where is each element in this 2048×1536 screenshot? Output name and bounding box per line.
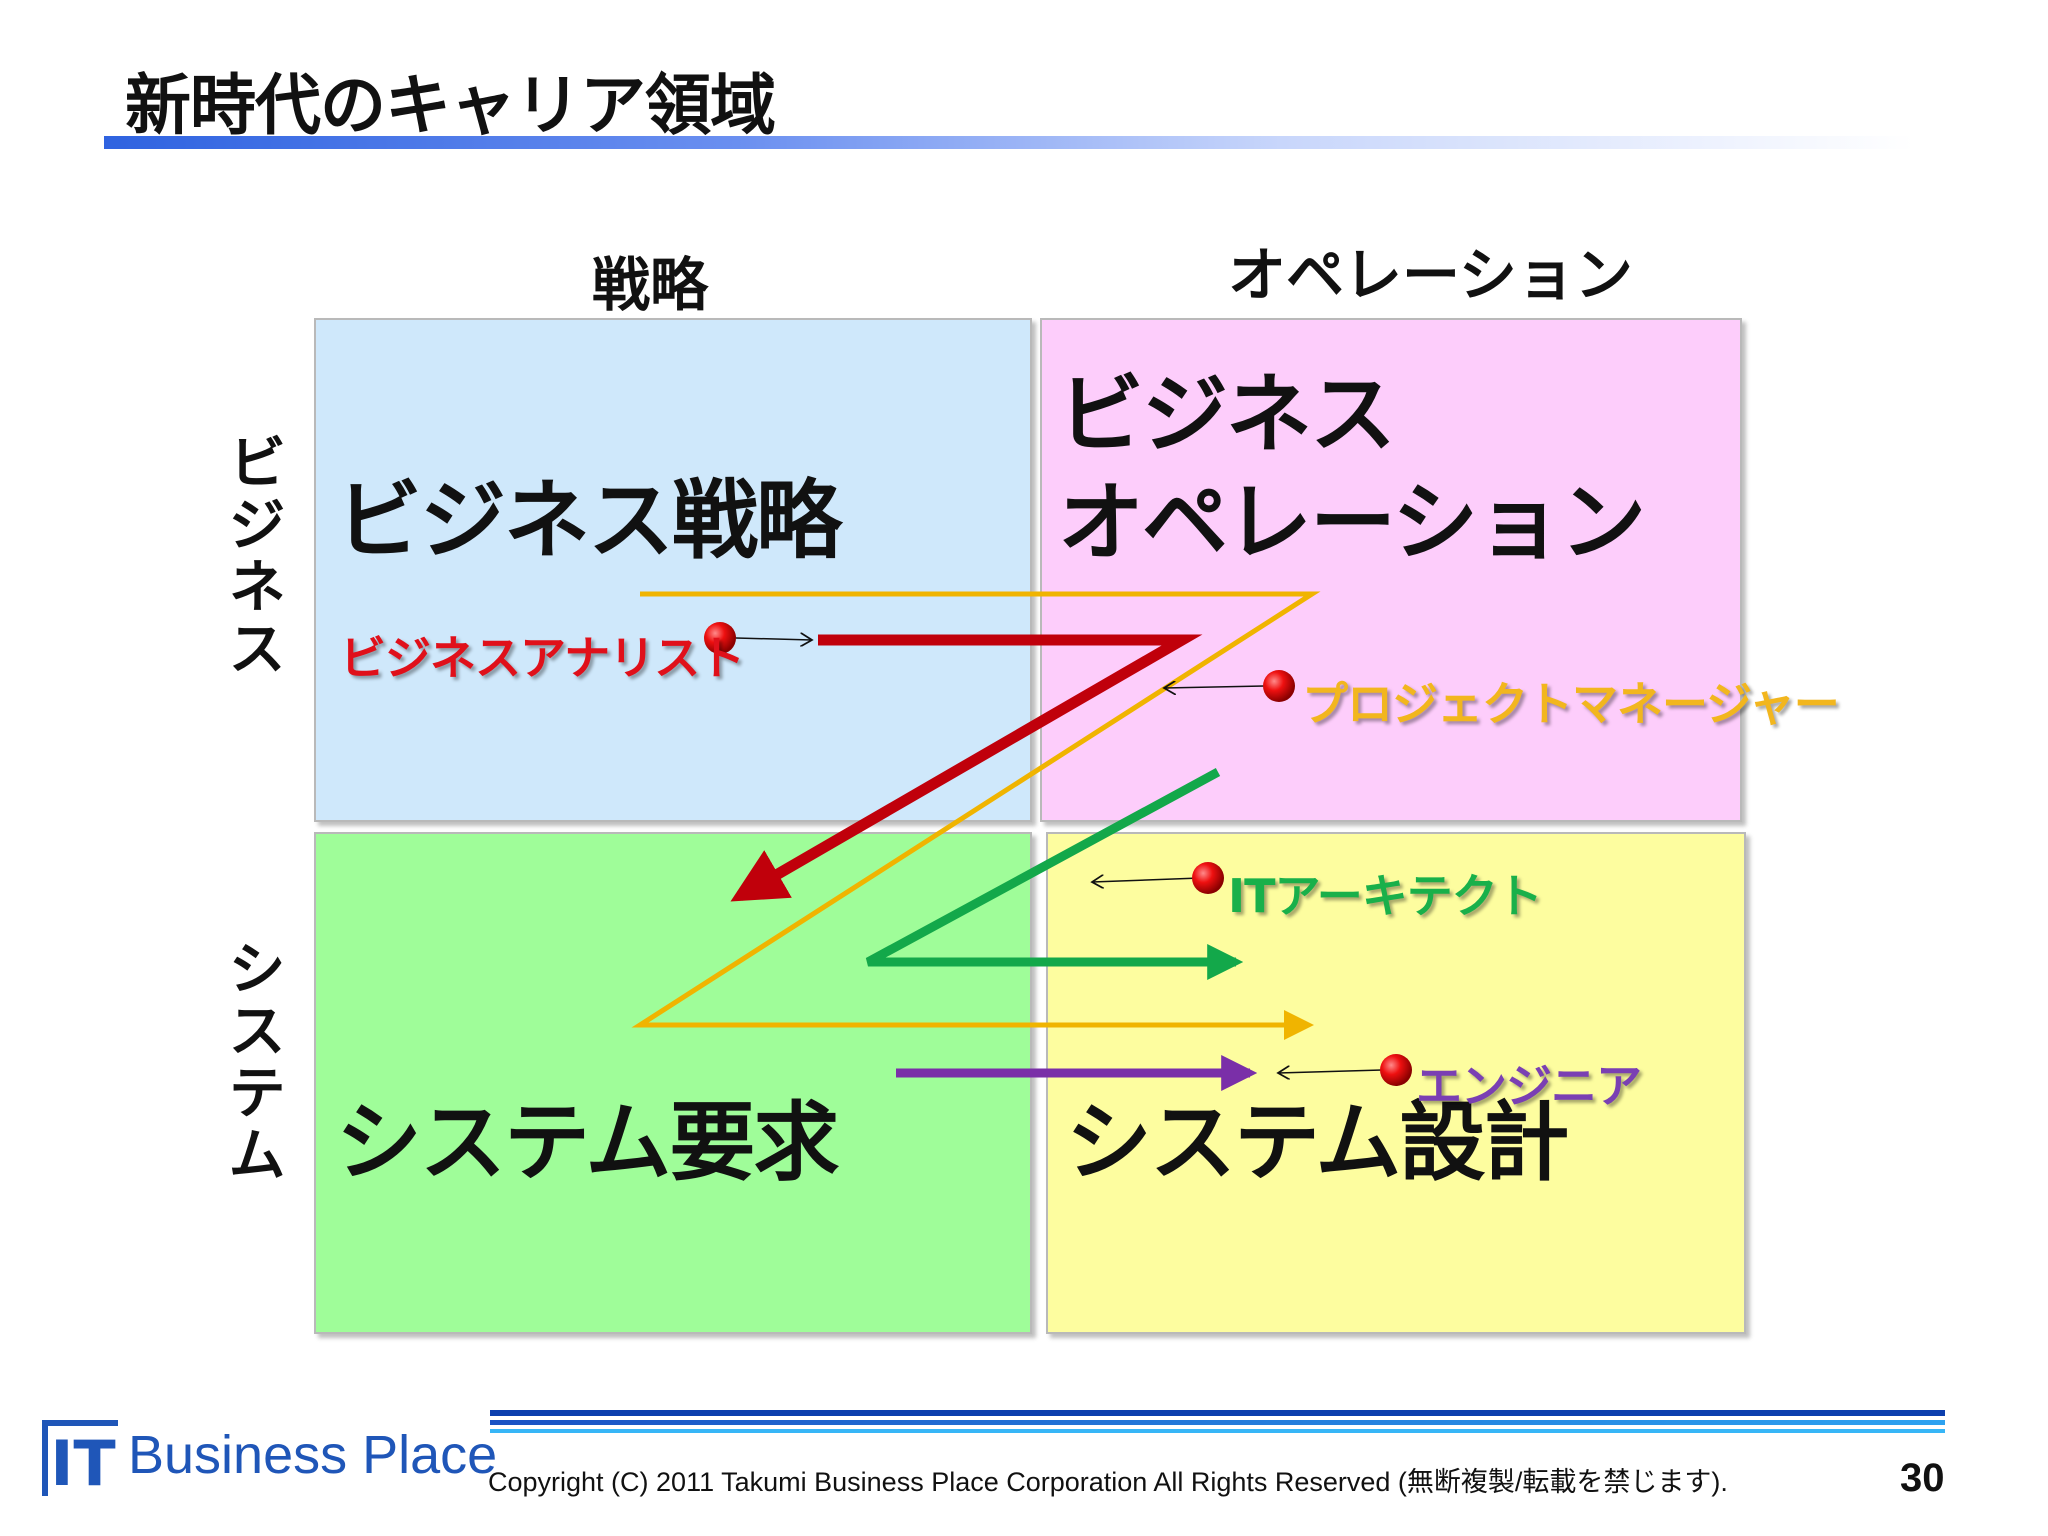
project-manager-flow-arrow [631, 591, 1321, 1040]
quadrant-label-business-operation-2: オペレーション [1058, 473, 1646, 573]
it-architect-flow-arrow [865, 768, 1244, 980]
role-label-engineer: エンジニア [1416, 1059, 1642, 1113]
copyright-notice: Copyright (C) 2011 Takumi Business Place… [488, 1467, 1728, 1497]
quadrant-label-system-requirements: システム要求 [336, 1093, 839, 1193]
engineer-dot [1380, 1054, 1412, 1086]
business-analyst-pointer-arrow [735, 638, 812, 640]
engineer-pointer-arrow [1278, 1070, 1383, 1073]
footer-rule-light [490, 1429, 1945, 1433]
quadrant-label-system-design: システム設計 [1066, 1093, 1569, 1193]
project-manager-pointer-arrow [1164, 686, 1265, 688]
slide-title: 新時代のキャリア領域 [125, 67, 776, 144]
page-number: 30 [1900, 1456, 1945, 1500]
row-header-business: ビジネス [218, 432, 286, 680]
footer-rule-gradient [490, 1420, 1945, 1425]
column-header-operation: オペレーション [1228, 241, 1633, 309]
quadrant-business-strategy [314, 318, 1032, 822]
logo-mark: IT [42, 1420, 118, 1500]
quadrant-business-operation [1040, 318, 1742, 822]
quadrant-system-requirements [314, 832, 1032, 1334]
role-label-it-architect: ITアーキテクト [1228, 869, 1543, 923]
role-label-project-manager: プロジェクトマネージャー [1302, 677, 1840, 731]
business-analyst-dot [704, 622, 736, 654]
title-underline [104, 136, 1914, 149]
quadrant-label-business-operation-1: ビジネス [1058, 365, 1396, 465]
it-architect-pointer-arrow [1092, 878, 1201, 882]
logo-text: Business Place [128, 1425, 498, 1485]
project-manager-dot [1263, 670, 1295, 702]
business-analyst-flow-arrow [730, 634, 1203, 902]
footer-rule [490, 1410, 1945, 1416]
row-header-system: システム [218, 938, 286, 1186]
role-label-business-analyst: ビジネスアナリスト [340, 631, 745, 685]
it-architect-dot [1192, 862, 1224, 894]
column-header-strategy: 戦略 [592, 251, 709, 319]
quadrant-label-business-strategy: ビジネス戦略 [336, 471, 842, 571]
